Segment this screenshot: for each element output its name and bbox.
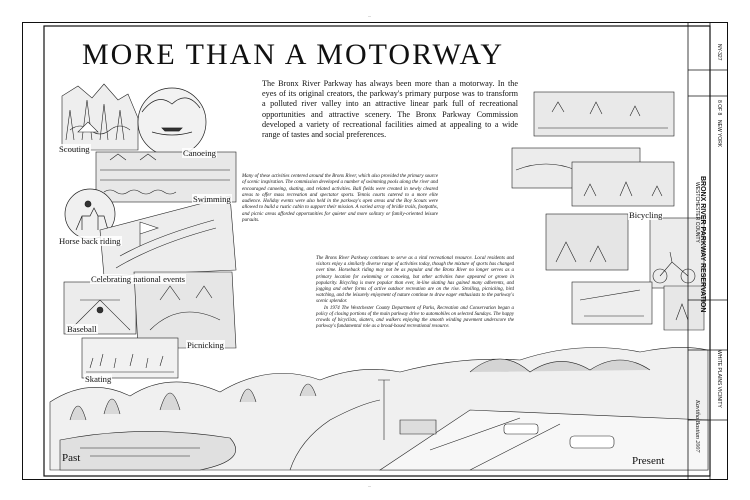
present-illustration-6 (663, 285, 705, 331)
registration-mark-bottom: — (368, 484, 371, 488)
present-illustration-5 (571, 281, 653, 325)
present-paragraph-1: The Bronx River Parkway continues to ser… (316, 256, 514, 305)
canoeing-illustration (137, 87, 207, 157)
bicycling-illustration (649, 217, 705, 289)
page-title: MORE THAN A MOTORWAY (82, 38, 505, 71)
title-block-survey-no: NY-327 (716, 44, 722, 61)
history-paragraph: Many of these activities centered around… (242, 174, 438, 224)
label-horseback: Horse back riding (58, 236, 122, 246)
panorama-landscape (49, 347, 709, 471)
label-bicycling: Bicycling (628, 210, 664, 220)
skating-illustration (81, 337, 179, 379)
picnicking-illustration (133, 271, 237, 349)
title-block-artist: Kavitha Bastian 2007 (694, 400, 700, 453)
label-scouting: Scouting (58, 144, 91, 154)
present-paragraphs: The Bronx River Parkway continues to ser… (316, 256, 514, 330)
label-skating: Skating (84, 374, 113, 384)
label-picnicking: Picnicking (186, 340, 225, 350)
title-block-sheet: 8 OF 8 (716, 100, 722, 116)
title-block-county: WESTCHESTER COUNTY (694, 182, 700, 243)
present-paragraph-2: In 1974 The Westchester County Departmen… (316, 305, 514, 330)
title-block (687, 22, 728, 480)
scouting-illustration (61, 83, 139, 151)
label-swimming: Swimming (192, 194, 232, 204)
drawing-border (22, 22, 728, 480)
registration-mark-top: — (368, 14, 371, 18)
present-illustration-3 (571, 161, 675, 207)
label-present: Present (632, 455, 665, 467)
celebrating-illustration (99, 195, 237, 277)
intro-paragraph: The Bronx River Parkway has always been … (262, 79, 518, 140)
title-block-state: NEW YORK (716, 120, 722, 148)
present-illustration-4 (545, 213, 629, 271)
present-illustration-top (533, 91, 675, 137)
label-canoeing: Canoeing (182, 148, 217, 158)
title-block-location: WHITE PLAINS VICINITY (716, 350, 722, 408)
title-block-project: BRONX RIVER PARKWAY RESERVATION (699, 176, 706, 313)
label-past: Past (62, 452, 81, 464)
label-celebrating: Celebrating national events (90, 274, 187, 284)
label-baseball: Baseball (66, 324, 98, 334)
swimming-illustration (95, 151, 237, 203)
